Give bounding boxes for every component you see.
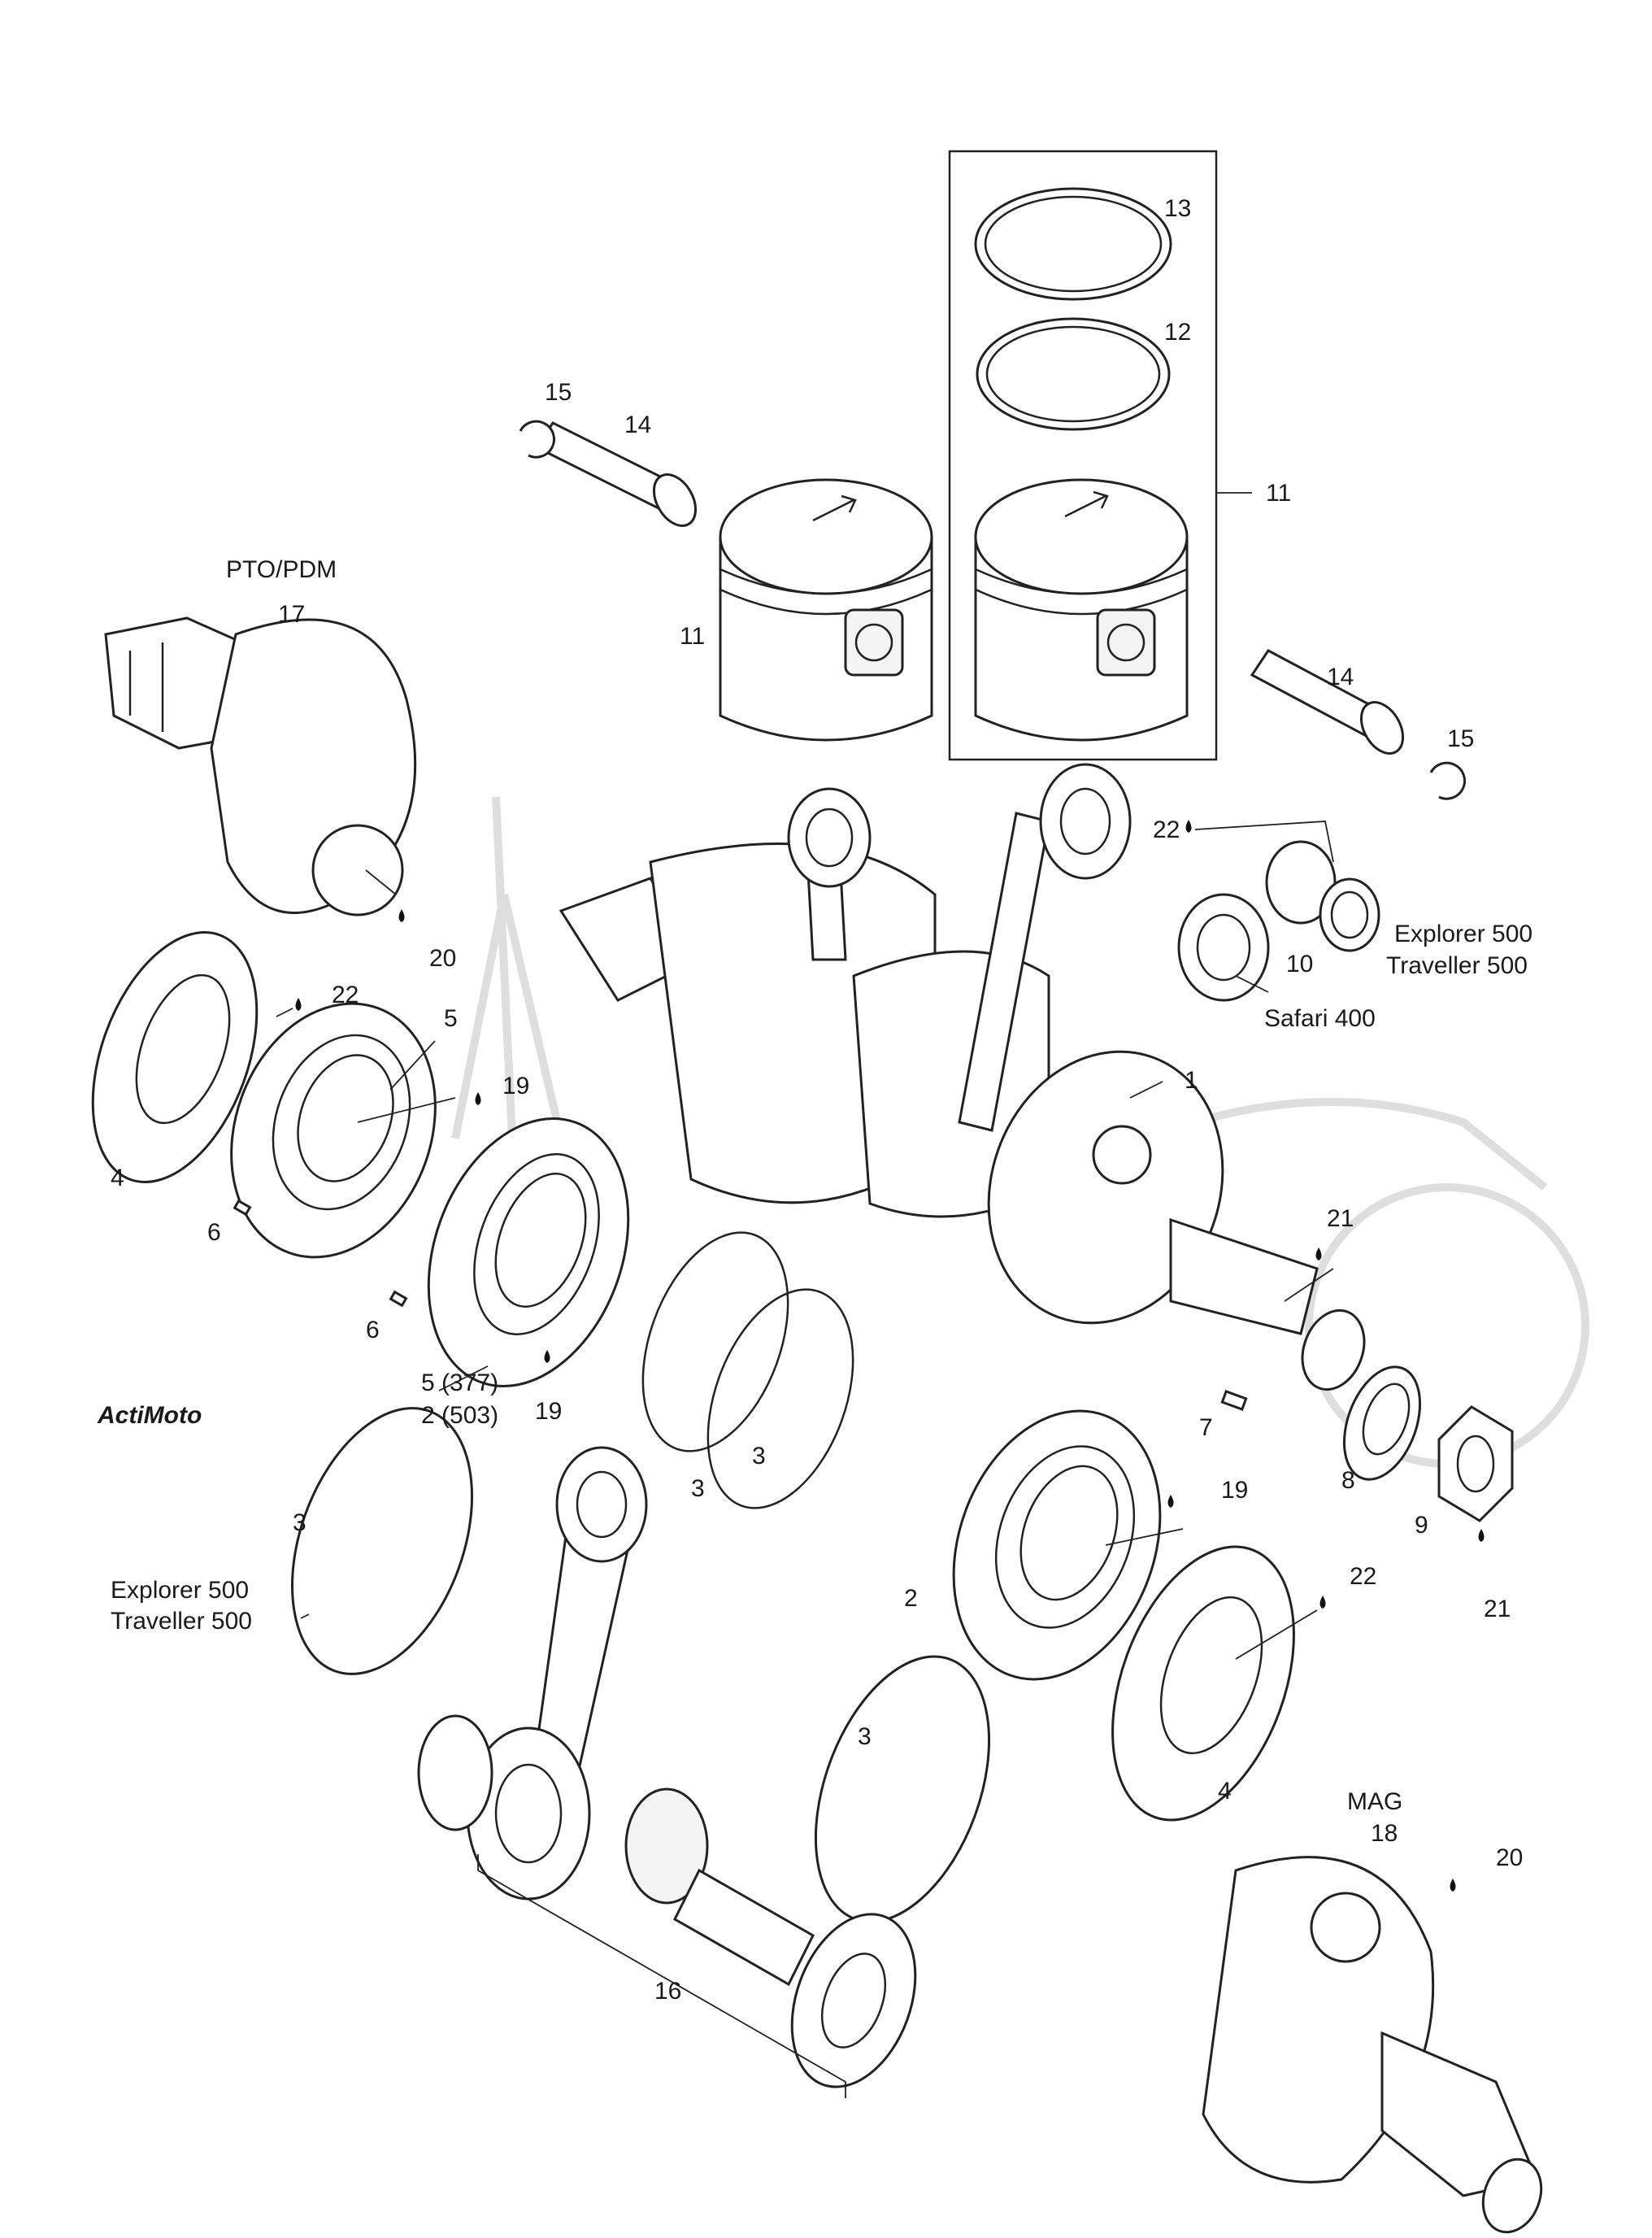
callout-6: 6	[366, 1317, 380, 1343]
kit-bracket-16	[477, 1854, 846, 2098]
callout-17: 17	[278, 601, 305, 628]
model-labels: PTO/PDM MAG Explorer 500 Traveller 500 E…	[111, 556, 1532, 1815]
callout-13: 13	[1164, 195, 1191, 222]
mag-crank-half	[1202, 1856, 1543, 2234]
wrist-pin-left	[534, 421, 698, 527]
pto-crank-half	[104, 616, 417, 917]
drop-icon	[1478, 1529, 1485, 1542]
crank-nut-9	[1437, 1405, 1514, 1522]
label-explorer-500: Explorer 500	[1394, 921, 1532, 947]
oil-seal-left	[91, 931, 259, 1183]
needle-bearing-10	[1177, 893, 1270, 1002]
callout-3: 3	[858, 1723, 872, 1750]
callout-labels: 1 2 3 3 3 3 4 4 5 5 (377) 2 (503) 6 6 7 …	[111, 195, 1523, 2005]
label-safari-400: Safari 400	[1264, 1005, 1376, 1032]
o-ring-lower	[814, 1655, 991, 1923]
callout-3: 3	[752, 1443, 766, 1470]
dowel-pin-upper	[233, 1199, 252, 1217]
drop-icon	[1167, 1495, 1174, 1508]
drop-icon	[295, 998, 302, 1011]
o-ring-upper-left	[641, 1231, 789, 1452]
drop-icon	[398, 909, 405, 922]
callout-4: 4	[111, 1165, 124, 1191]
label-explorer-500: Explorer 500	[111, 1577, 249, 1604]
drop-icon	[544, 1350, 550, 1363]
label-traveller-500: Traveller 500	[111, 1608, 252, 1635]
callout-19: 19	[1221, 1477, 1248, 1504]
crankshaft-assembly	[559, 763, 1366, 1391]
drop-icon	[1450, 1879, 1456, 1892]
callout-8: 8	[1341, 1467, 1355, 1494]
connecting-rod-kit	[417, 1446, 917, 2088]
callout-14: 14	[1327, 664, 1354, 690]
o-ring-left	[290, 1407, 474, 1675]
callout-19: 19	[502, 1073, 529, 1099]
piston-ring-12	[976, 317, 1171, 431]
callout-21: 21	[1484, 1596, 1511, 1622]
callout-21: 21	[1327, 1205, 1354, 1232]
callout-19: 19	[535, 1398, 562, 1425]
needle-bearing-assembly	[1265, 840, 1380, 952]
oil-seal-right	[1111, 1545, 1295, 1822]
o-ring-upper-right	[706, 1288, 854, 1509]
callout-14: 14	[624, 411, 651, 438]
callout-15: 15	[1447, 725, 1474, 752]
piston-ring-13	[974, 187, 1172, 301]
label-pto-pdm: PTO/PDM	[226, 556, 337, 583]
callout-2: 2	[904, 1585, 918, 1612]
callout-15: 15	[545, 379, 572, 406]
watermark-text: ActiMoto	[97, 1402, 202, 1429]
callout-11: 11	[680, 623, 705, 650]
leader-lines	[276, 869, 1334, 1660]
callout-12: 12	[1164, 319, 1191, 346]
callout-3: 3	[691, 1475, 705, 1502]
circlip-right	[1429, 761, 1466, 800]
callout-16: 16	[654, 1978, 681, 2005]
bearing-5	[230, 1002, 437, 1259]
circlip-left	[519, 420, 555, 459]
callout-9: 9	[1415, 1512, 1428, 1539]
drop-icon	[1185, 820, 1192, 833]
callout-22: 22	[332, 982, 359, 1008]
woodruff-key-7	[1220, 1390, 1248, 1411]
callout-1: 1	[1185, 1067, 1198, 1094]
callout-20: 20	[1496, 1844, 1523, 1871]
piston-in-kit	[974, 478, 1189, 742]
callout-6: 6	[207, 1219, 221, 1246]
callout-7: 7	[1199, 1414, 1213, 1441]
piston	[719, 478, 933, 742]
label-traveller-500: Traveller 500	[1386, 952, 1528, 979]
callout-20: 20	[429, 945, 456, 972]
callout-10: 10	[1286, 951, 1313, 977]
drop-icon	[475, 1092, 481, 1105]
bearing-2	[952, 1409, 1162, 1681]
bearing-5-377-2-503	[427, 1117, 630, 1388]
callout-11: 11	[1266, 480, 1291, 507]
wrist-pin-right	[1250, 649, 1405, 755]
callout-4: 4	[1218, 1778, 1232, 1805]
lubricant-drop-icons	[295, 820, 1485, 1892]
callout-3: 3	[293, 1509, 306, 1536]
dowel-pin-lower	[389, 1290, 408, 1308]
washer-8	[1342, 1365, 1422, 1481]
callout-5-377: 5 (377)	[421, 1369, 498, 1396]
callout-22: 22	[1153, 816, 1180, 843]
drop-icon	[1319, 1596, 1326, 1609]
callout-5: 5	[444, 1005, 458, 1032]
callout-22: 22	[1350, 1563, 1376, 1590]
label-mag: MAG	[1347, 1788, 1402, 1815]
callout-18: 18	[1371, 1820, 1398, 1847]
drop-icon	[1315, 1247, 1322, 1261]
callout-2-503: 2 (503)	[421, 1402, 498, 1429]
piston-kit-box	[948, 150, 1218, 761]
watermark-motorcycle-icon	[1193, 1098, 1548, 1191]
watermark-tower-icon	[451, 796, 565, 1140]
